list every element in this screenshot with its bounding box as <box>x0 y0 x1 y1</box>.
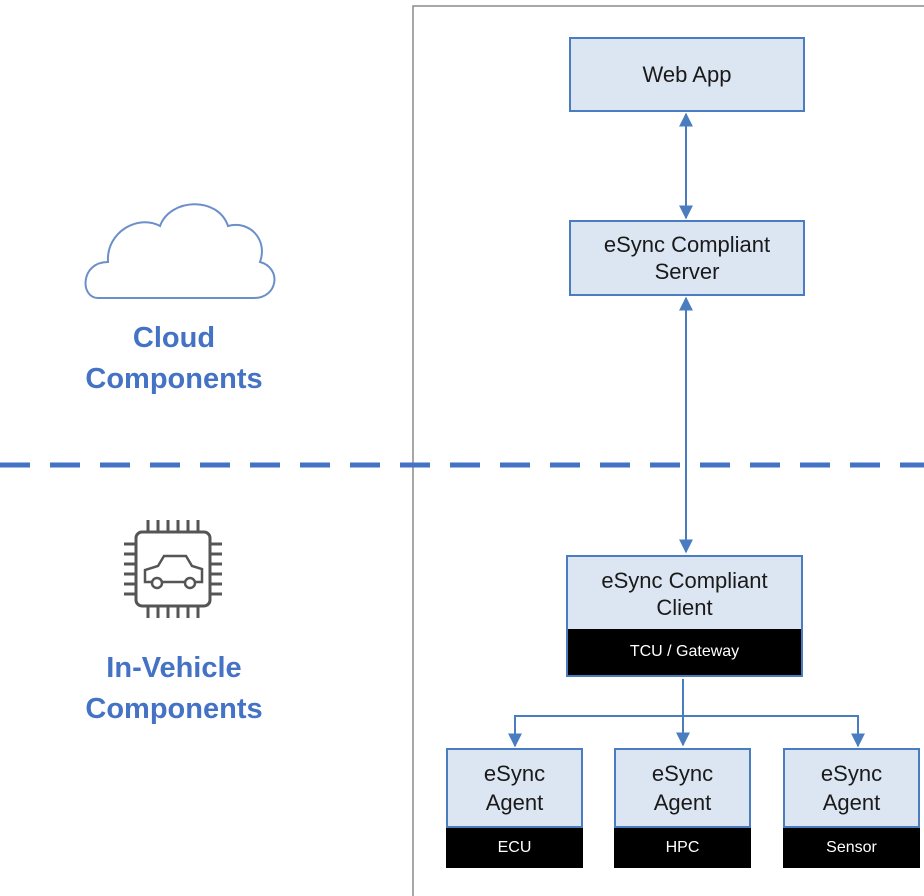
server-label-line2: Server <box>654 259 720 284</box>
client-label: eSync Compliant Client <box>568 557 801 630</box>
agent-label-line1: eSync <box>651 761 714 786</box>
agent-label-line1: eSync <box>483 761 546 786</box>
web-app-node: Web App <box>569 37 805 112</box>
agent-platform-ecu: ECU <box>446 828 583 868</box>
agent-platform-sensor: Sensor <box>783 828 920 868</box>
agent-ecu-label: eSync Agent <box>446 748 583 828</box>
agent-label-line2: Agent <box>653 790 712 815</box>
agent-label-line1: eSync <box>820 761 883 786</box>
agent-label-line2: Agent <box>485 790 544 815</box>
agent-sensor-node: eSync Agent Sensor <box>783 748 920 868</box>
cloud-components-label: Cloud Components <box>54 318 294 400</box>
esync-client-node: eSync Compliant Client TCU / Gateway <box>566 555 803 677</box>
agent-label-line2: Agent <box>822 790 881 815</box>
esync-server-node: eSync Compliant Server <box>569 220 805 296</box>
panel-frame <box>412 5 924 896</box>
client-platform-bar: TCU / Gateway <box>568 629 801 675</box>
in-vehicle-components-label: In-Vehicle Components <box>54 648 294 730</box>
chip-car-icon <box>124 520 222 618</box>
client-label-line2: Client <box>656 594 713 620</box>
vehicle-label-line2: Components <box>85 693 263 725</box>
server-label-line1: eSync Compliant <box>603 232 771 257</box>
agent-ecu-node: eSync Agent ECU <box>446 748 583 868</box>
agent-sensor-label: eSync Agent <box>783 748 920 828</box>
vehicle-label-line1: In-Vehicle <box>106 652 242 684</box>
cloud-label-line2: Components <box>85 363 263 395</box>
agent-hpc-label: eSync Agent <box>614 748 751 828</box>
cloud-label-line1: Cloud <box>132 322 216 354</box>
agent-platform-hpc: HPC <box>614 828 751 868</box>
agent-branch-connector <box>514 715 859 745</box>
agent-hpc-node: eSync Agent HPC <box>614 748 751 868</box>
cloud-icon <box>84 203 276 299</box>
web-app-label: Web App <box>642 62 732 87</box>
client-label-line1: eSync Compliant <box>601 567 768 593</box>
